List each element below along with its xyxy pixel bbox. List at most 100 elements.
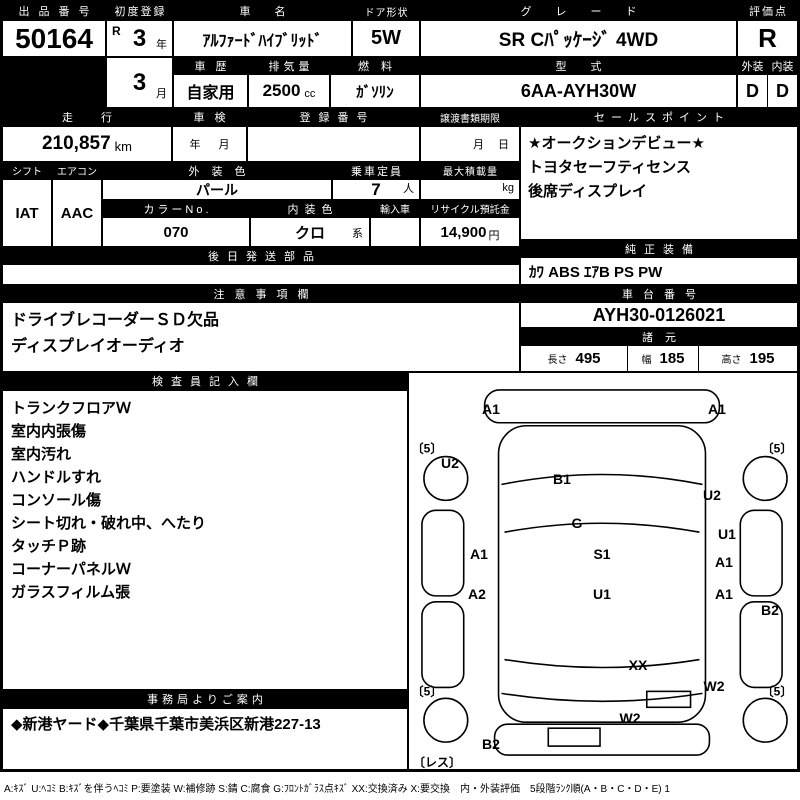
chassis-number-label: 車台番号 [520, 285, 798, 302]
damage-marker: A1 [708, 401, 726, 417]
sales-point-line: ★オークションデビュー★ [528, 135, 705, 152]
model-code-label: 型式 [420, 57, 737, 74]
damage-marker: W2 [619, 710, 641, 726]
damage-marker: U2 [441, 455, 459, 471]
recycle-deposit: 14,900 [440, 223, 487, 241]
height-cell: 高さ 195 [698, 346, 797, 371]
damage-marker: A1 [482, 401, 500, 417]
exterior-score: D [737, 74, 768, 108]
car-body [497, 424, 707, 724]
later-parts-cell [2, 264, 520, 285]
car-outline-svg [421, 389, 788, 756]
equipment-label: 純正装備 [520, 240, 798, 257]
grade: SR Cﾊﾟｯｹｰｼﾞ 4WD [420, 20, 737, 57]
notes-label: 注意事項欄 [2, 285, 520, 302]
length-value: 495 [575, 350, 601, 367]
lot-number-filler [2, 57, 106, 108]
damage-marker: U2 [703, 487, 721, 503]
damage-diagram: A1 A1 U2 B1 U2 G U1 A1 S1 A1 A2 U1 A1 B2… [408, 372, 798, 770]
aircon-label: エアコン [52, 162, 102, 179]
recycle-unit: 円 [488, 229, 500, 242]
recycle-deposit-cell: 14,900 円 [420, 217, 520, 247]
inspector-notes-label: 検査員記入欄 [2, 372, 408, 390]
first-registration-month: 3 [132, 68, 147, 96]
displacement-cell: 2500 cc [248, 74, 330, 108]
rear-gate-line [501, 692, 703, 703]
fuel-label: 燃料 [330, 57, 420, 74]
damage-marker: U1 [718, 526, 736, 542]
damage-marker: XX [628, 657, 648, 673]
registration-number-label: 登録番号 [247, 108, 420, 126]
capacity-cell: 7 人 [332, 179, 420, 200]
sales-point-line: 後席ディスプレイ [528, 183, 647, 200]
hood-line [501, 473, 703, 486]
mileage-label: 走行 [2, 108, 172, 126]
office-info-text: ◆新港ヤード◆千葉県千葉市美浜区新港227-13 [11, 716, 321, 733]
first-registration-label: 初度登録 [106, 2, 173, 20]
rear-window-line [504, 658, 700, 669]
capacity-label: 乗車定員 [332, 162, 420, 179]
shift: IAT [2, 179, 52, 247]
model-code: 6AA-AYH30W [420, 74, 737, 108]
shift-label: シフト [2, 162, 52, 179]
length-label: 長さ [547, 355, 568, 366]
damage-marker: U1 [593, 586, 611, 602]
max-load-label: 最大積載量 [420, 162, 520, 179]
dimensions-label: 諸元 [520, 328, 798, 345]
displacement-unit: cc [304, 87, 316, 100]
width-value: 185 [659, 350, 685, 367]
mileage-cell: 210,857 km [2, 126, 172, 162]
capacity: 7 [371, 179, 381, 199]
wheel-rank-marker: 〔5〕 [761, 441, 793, 456]
damage-marker: W2 [703, 678, 725, 694]
lot-number: 50164 [2, 20, 106, 57]
wheel-front-left [423, 455, 469, 502]
displacement: 2500 [262, 81, 301, 100]
left-rear-panel [421, 601, 465, 689]
right-front-panel [739, 509, 783, 597]
width-label: 幅 [641, 355, 652, 366]
equipment: ｶﾜ ABS ｴｱB PS PW [520, 257, 798, 285]
office-info-cell: ◆新港ヤード◆千葉県千葉市美浜区新港227-13 [2, 708, 408, 770]
transfer-deadline-label: 譲渡書類期限 [420, 108, 520, 126]
wheel-rear-left [423, 697, 469, 743]
first-registration-year: 3 [132, 24, 147, 52]
later-parts-label: 後日発送部品 [2, 247, 520, 264]
inspector-note-line: タッチＰ跡 [11, 538, 87, 555]
bumper-plate [547, 727, 601, 747]
month-unit: 月 [156, 88, 167, 100]
damage-marker: A1 [715, 586, 733, 602]
interior-color-cell: クロ 系 [250, 217, 370, 247]
spare-tire-marker: 〔レス〕 [412, 755, 462, 770]
exterior-score-label: 外装 [737, 57, 768, 74]
fuel: ｶﾞｿﾘﾝ [330, 74, 420, 108]
history-label: 車歴 [173, 57, 248, 74]
inspector-note-line: コーナーパネルＷ [11, 561, 131, 578]
max-load-unit: kg [502, 182, 514, 194]
damage-marker: G [571, 515, 583, 531]
office-info-label: 事務局よりご案内 [2, 690, 408, 708]
capacity-unit: 人 [403, 183, 414, 195]
notes-cell: ドライブレコーダーＳＤ欠品 ディスプレイオーディオ [2, 302, 520, 372]
transfer-deadline-cell: 月 日 [420, 126, 520, 162]
inspector-note-line: ハンドルすれ [11, 469, 102, 486]
height-label: 高さ [721, 355, 742, 366]
history: 自家用 [173, 74, 248, 108]
first-registration-year-cell: R 3 年 [106, 20, 173, 57]
transfer-month-unit: 月 [473, 139, 484, 151]
damage-marker: A1 [715, 554, 733, 570]
wheel-rear-right [742, 697, 788, 743]
door-shape: 5W [352, 20, 420, 57]
door-shape-label: ドア形状 [352, 2, 420, 20]
right-rear-panel [739, 601, 783, 689]
notes-line: ディスプレイオーディオ [11, 338, 185, 355]
damage-marker: B2 [761, 602, 779, 618]
shaken-label: 車検 [172, 108, 247, 126]
length-cell: 長さ 495 [521, 346, 627, 371]
exterior-color: パール [102, 179, 332, 200]
mileage-unit: km [114, 139, 133, 154]
interior-color-unit: 系 [352, 228, 363, 240]
interior-score-label: 内装 [767, 57, 798, 74]
sales-point-label: セールスポイント [520, 108, 798, 126]
